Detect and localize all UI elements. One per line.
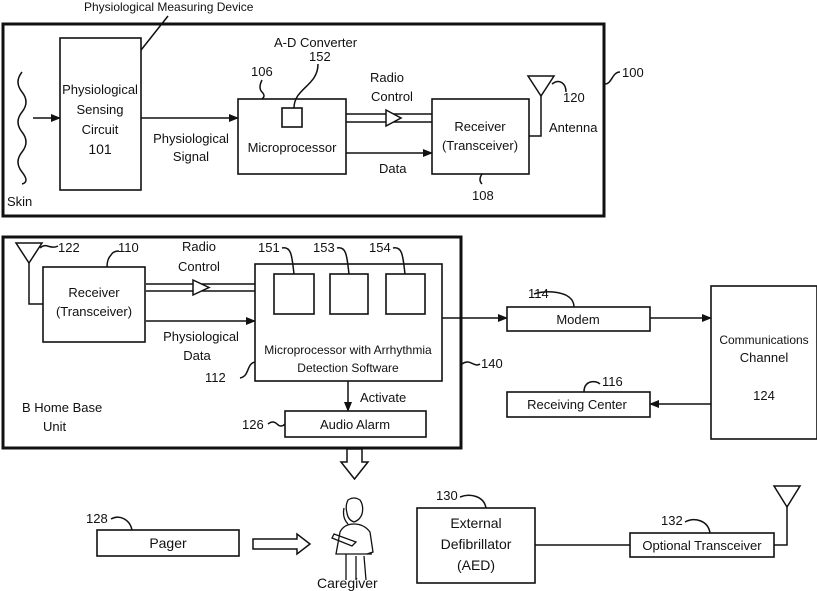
sensing-circuit-line-2: Sensing (77, 102, 124, 117)
sub-block-151 (274, 274, 314, 314)
optional-transceiver-ref-leader (685, 520, 710, 533)
alarm-to-caregiver-arrow (341, 449, 368, 479)
ref-140: 140 (481, 356, 503, 371)
micro-ref-leader (260, 80, 264, 99)
measuring-device-section: Physiological Measuring Device 100 Skin … (3, 0, 644, 216)
response-section: Pager 128 Caregiver External Defibrillat… (86, 449, 800, 591)
pager-ref: 128 (86, 511, 108, 526)
caregiver-label: Caregiver (317, 575, 378, 591)
optional-antenna-icon (774, 486, 800, 507)
radio-control-label-1: Radio (370, 70, 404, 85)
optional-antenna-wire (774, 507, 787, 545)
data-label: Data (379, 161, 407, 176)
channel-ref: 124 (753, 388, 775, 403)
sensing-circuit-ref: 101 (88, 141, 112, 157)
home-base-section: 140 122 Receiver (Transceiver) 110 Radio… (3, 237, 503, 448)
aed-line-2: Defibrillator (441, 536, 512, 552)
skin-wave-icon (18, 72, 26, 184)
sensing-circuit-line-3: Circuit (82, 122, 119, 137)
ref-leader-140 (462, 362, 480, 365)
device-antenna-wire (529, 96, 541, 136)
device-antenna-icon (528, 76, 554, 96)
ref-leader-100 (605, 72, 620, 84)
pager-label: Pager (149, 535, 187, 551)
sub-block-154 (386, 274, 425, 314)
home-base-label-2: Unit (43, 419, 67, 434)
sub-ref-153: 153 (313, 240, 335, 255)
base-antenna-ref: 122 (58, 240, 80, 255)
micro-ref: 106 (251, 64, 273, 79)
audio-alarm-label: Audio Alarm (320, 417, 390, 432)
arrhythmia-micro-ref-leader (240, 362, 255, 378)
signal-label-1: Physiological (153, 131, 229, 146)
radio-control-arrowhead (386, 110, 401, 126)
base-receiver-line-2: (Transceiver) (56, 304, 132, 319)
base-radio-control-label-1: Radio (182, 239, 216, 254)
aed-line-3: (AED) (457, 557, 495, 573)
device-caption: Physiological Measuring Device (84, 0, 254, 14)
device-receiver-ref-leader (480, 174, 482, 184)
device-receiver-line-1: Receiver (454, 119, 506, 134)
base-receiver-ref: 110 (118, 240, 139, 255)
aed-line-1: External (450, 515, 501, 531)
base-antenna-wire (29, 263, 43, 304)
pager-to-caregiver-arrow (253, 534, 310, 554)
caregiver-figure-icon (332, 498, 373, 580)
adc-label: A-D Converter (274, 35, 358, 50)
device-receiver-ref: 108 (472, 188, 494, 203)
device-receiver-box (432, 99, 529, 174)
sub-ref-151: 151 (258, 240, 280, 255)
radio-control-label-2: Control (371, 89, 413, 104)
audio-alarm-ref: 126 (242, 417, 264, 432)
sub-ref-154: 154 (369, 240, 391, 255)
sub-block-153 (330, 274, 368, 314)
adc-box (282, 108, 302, 127)
ref-100: 100 (622, 65, 644, 80)
microprocessor-label: Microprocessor (248, 140, 338, 155)
modem-label: Modem (556, 312, 599, 327)
base-receiver-line-1: Receiver (68, 285, 120, 300)
optional-transceiver-label: Optional Transceiver (642, 538, 762, 553)
arrhythmia-micro-line-2: Detection Software (297, 361, 399, 375)
signal-label-2: Signal (173, 149, 209, 164)
base-radio-control-arrowhead (193, 280, 209, 295)
arrhythmia-micro-line-1: Microprocessor with Arrhythmia (264, 343, 432, 357)
base-radio-control-label-2: Control (178, 259, 220, 274)
antenna-ref: 120 (563, 90, 585, 105)
adc-ref: 152 (309, 49, 331, 64)
pager-ref-leader (111, 517, 132, 530)
device-receiver-line-2: (Transceiver) (442, 138, 518, 153)
antenna-label: Antenna (549, 120, 598, 135)
home-base-label-1: B Home Base (22, 400, 102, 415)
arrhythmia-micro-ref: 112 (205, 370, 226, 385)
phys-data-label-1: Physiological (163, 329, 239, 344)
base-antenna-ref-leader (40, 246, 58, 248)
aed-ref: 130 (436, 488, 458, 503)
receiving-center-label: Receiving Center (527, 397, 627, 412)
activate-label: Activate (360, 390, 406, 405)
receiving-center-ref-leader (584, 382, 600, 392)
sensing-circuit-line-1: Physiological (62, 82, 138, 97)
modem-ref: 114 (528, 286, 549, 301)
audio-alarm-ref-leader (268, 422, 285, 426)
base-antenna-icon (16, 243, 42, 263)
optional-transceiver-ref: 132 (661, 513, 683, 528)
phys-data-label-2: Data (183, 348, 211, 363)
channel-line-1: Communications (719, 333, 808, 347)
channel-line-2: Channel (740, 350, 789, 365)
skin-label: Skin (7, 194, 32, 209)
receiving-center-ref: 116 (602, 374, 623, 389)
aed-ref-leader (460, 495, 486, 508)
